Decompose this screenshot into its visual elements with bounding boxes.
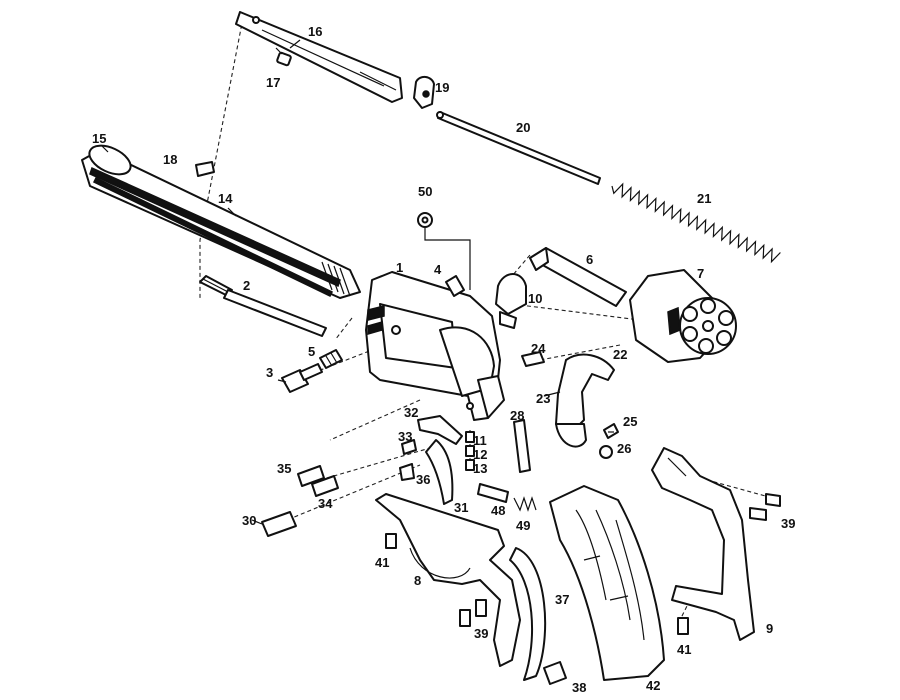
- part-26-roller: [599, 445, 613, 459]
- callout-1: 1: [396, 260, 403, 275]
- callout-14: 14: [218, 191, 233, 206]
- part-21-ejector-spring: [611, 182, 781, 264]
- callout-22: 22: [613, 347, 627, 362]
- callout-49: 49: [516, 518, 530, 533]
- part-39-screws-left: [459, 599, 487, 627]
- callout-13: 13: [473, 461, 487, 476]
- callout-leader-lines: [101, 39, 614, 525]
- part-24-pin: [521, 351, 545, 367]
- part-48-pin: [477, 483, 509, 503]
- part-36-screw: [399, 463, 415, 481]
- callout-19: 19: [435, 80, 449, 95]
- part-16-ejector-housing: [235, 11, 403, 103]
- callout-15: 15: [92, 131, 106, 146]
- part-25-screw: [603, 423, 619, 439]
- part-39-screws-right: [749, 493, 781, 521]
- callout-39-right: 39: [781, 516, 795, 531]
- part-2-base-pin: [199, 275, 327, 337]
- callout-labels: 1 2 3 4 5 6 7 8 9 10 11 12 13 14 15 16 1…: [92, 24, 795, 695]
- callout-24: 24: [531, 341, 546, 356]
- callout-16: 16: [308, 24, 322, 39]
- callout-30: 30: [242, 513, 256, 528]
- callout-32: 32: [404, 405, 418, 420]
- part-41-screw-left: [385, 533, 397, 549]
- callout-34: 34: [318, 496, 333, 511]
- part-33-screw: [401, 439, 417, 455]
- callout-6: 6: [586, 252, 593, 267]
- part-20-ejector-rod: [436, 111, 601, 185]
- callout-2: 2: [243, 278, 250, 293]
- part-22-hammer: [555, 353, 615, 448]
- callout-18: 18: [163, 152, 177, 167]
- part-49-spring: [513, 496, 537, 512]
- callout-25: 25: [623, 414, 637, 429]
- callout-17: 17: [266, 75, 280, 90]
- callout-9: 9: [766, 621, 773, 636]
- part-1-frame: [365, 271, 505, 421]
- callout-42: 42: [646, 678, 660, 693]
- callout-41-left: 41: [375, 555, 389, 570]
- callout-36: 36: [416, 472, 430, 487]
- part-6-cylinder-pin: [529, 247, 627, 307]
- part-10-loading-gate: [495, 273, 527, 329]
- part-17-screw: [275, 47, 292, 67]
- part-9-backstrap: [651, 447, 755, 641]
- callout-35: 35: [277, 461, 291, 476]
- part-32-hand: [417, 415, 463, 445]
- callout-4: 4: [434, 262, 442, 277]
- callout-33: 33: [398, 429, 412, 444]
- callout-7: 7: [697, 266, 704, 281]
- callout-11: 11: [473, 433, 487, 448]
- callout-3: 3: [266, 365, 273, 380]
- callout-5: 5: [308, 344, 315, 359]
- callout-39-left: 39: [474, 626, 488, 641]
- part-4-pin: [445, 275, 465, 297]
- callout-12: 12: [473, 447, 487, 462]
- callout-21: 21: [697, 191, 711, 206]
- callout-31: 31: [454, 500, 468, 515]
- part-34-35-screws: [297, 465, 339, 497]
- callout-28: 28: [510, 408, 524, 423]
- part-30-screw: [261, 511, 297, 537]
- part-3-screw: [281, 363, 323, 393]
- part-38-screw: [543, 661, 567, 685]
- part-7-cylinder: [629, 269, 737, 363]
- part-37-spacer: [509, 547, 547, 681]
- part-5-spring: [319, 349, 343, 369]
- callout-20: 20: [516, 120, 530, 135]
- callout-8: 8: [414, 573, 421, 588]
- part-11-13-springs: [465, 431, 475, 471]
- part-8-trigger-guard: [375, 493, 521, 667]
- part-41-screw-right: [677, 617, 689, 635]
- callout-10: 10: [528, 291, 542, 306]
- callout-38: 38: [572, 680, 586, 695]
- part-31-trigger: [425, 439, 454, 505]
- callout-48: 48: [491, 503, 505, 518]
- part-28-bolt: [513, 419, 531, 473]
- part-42-grip-panel: [549, 485, 665, 681]
- callout-26: 26: [617, 441, 631, 456]
- callout-50: 50: [418, 184, 432, 199]
- callout-23: 23: [536, 391, 550, 406]
- part-14-barrel: [81, 144, 361, 299]
- part-18-front-sight: [195, 161, 215, 177]
- part-19-ejector-head: [413, 76, 435, 109]
- callout-37: 37: [555, 592, 569, 607]
- callout-41-right: 41: [677, 642, 691, 657]
- part-50-nut: [417, 212, 471, 290]
